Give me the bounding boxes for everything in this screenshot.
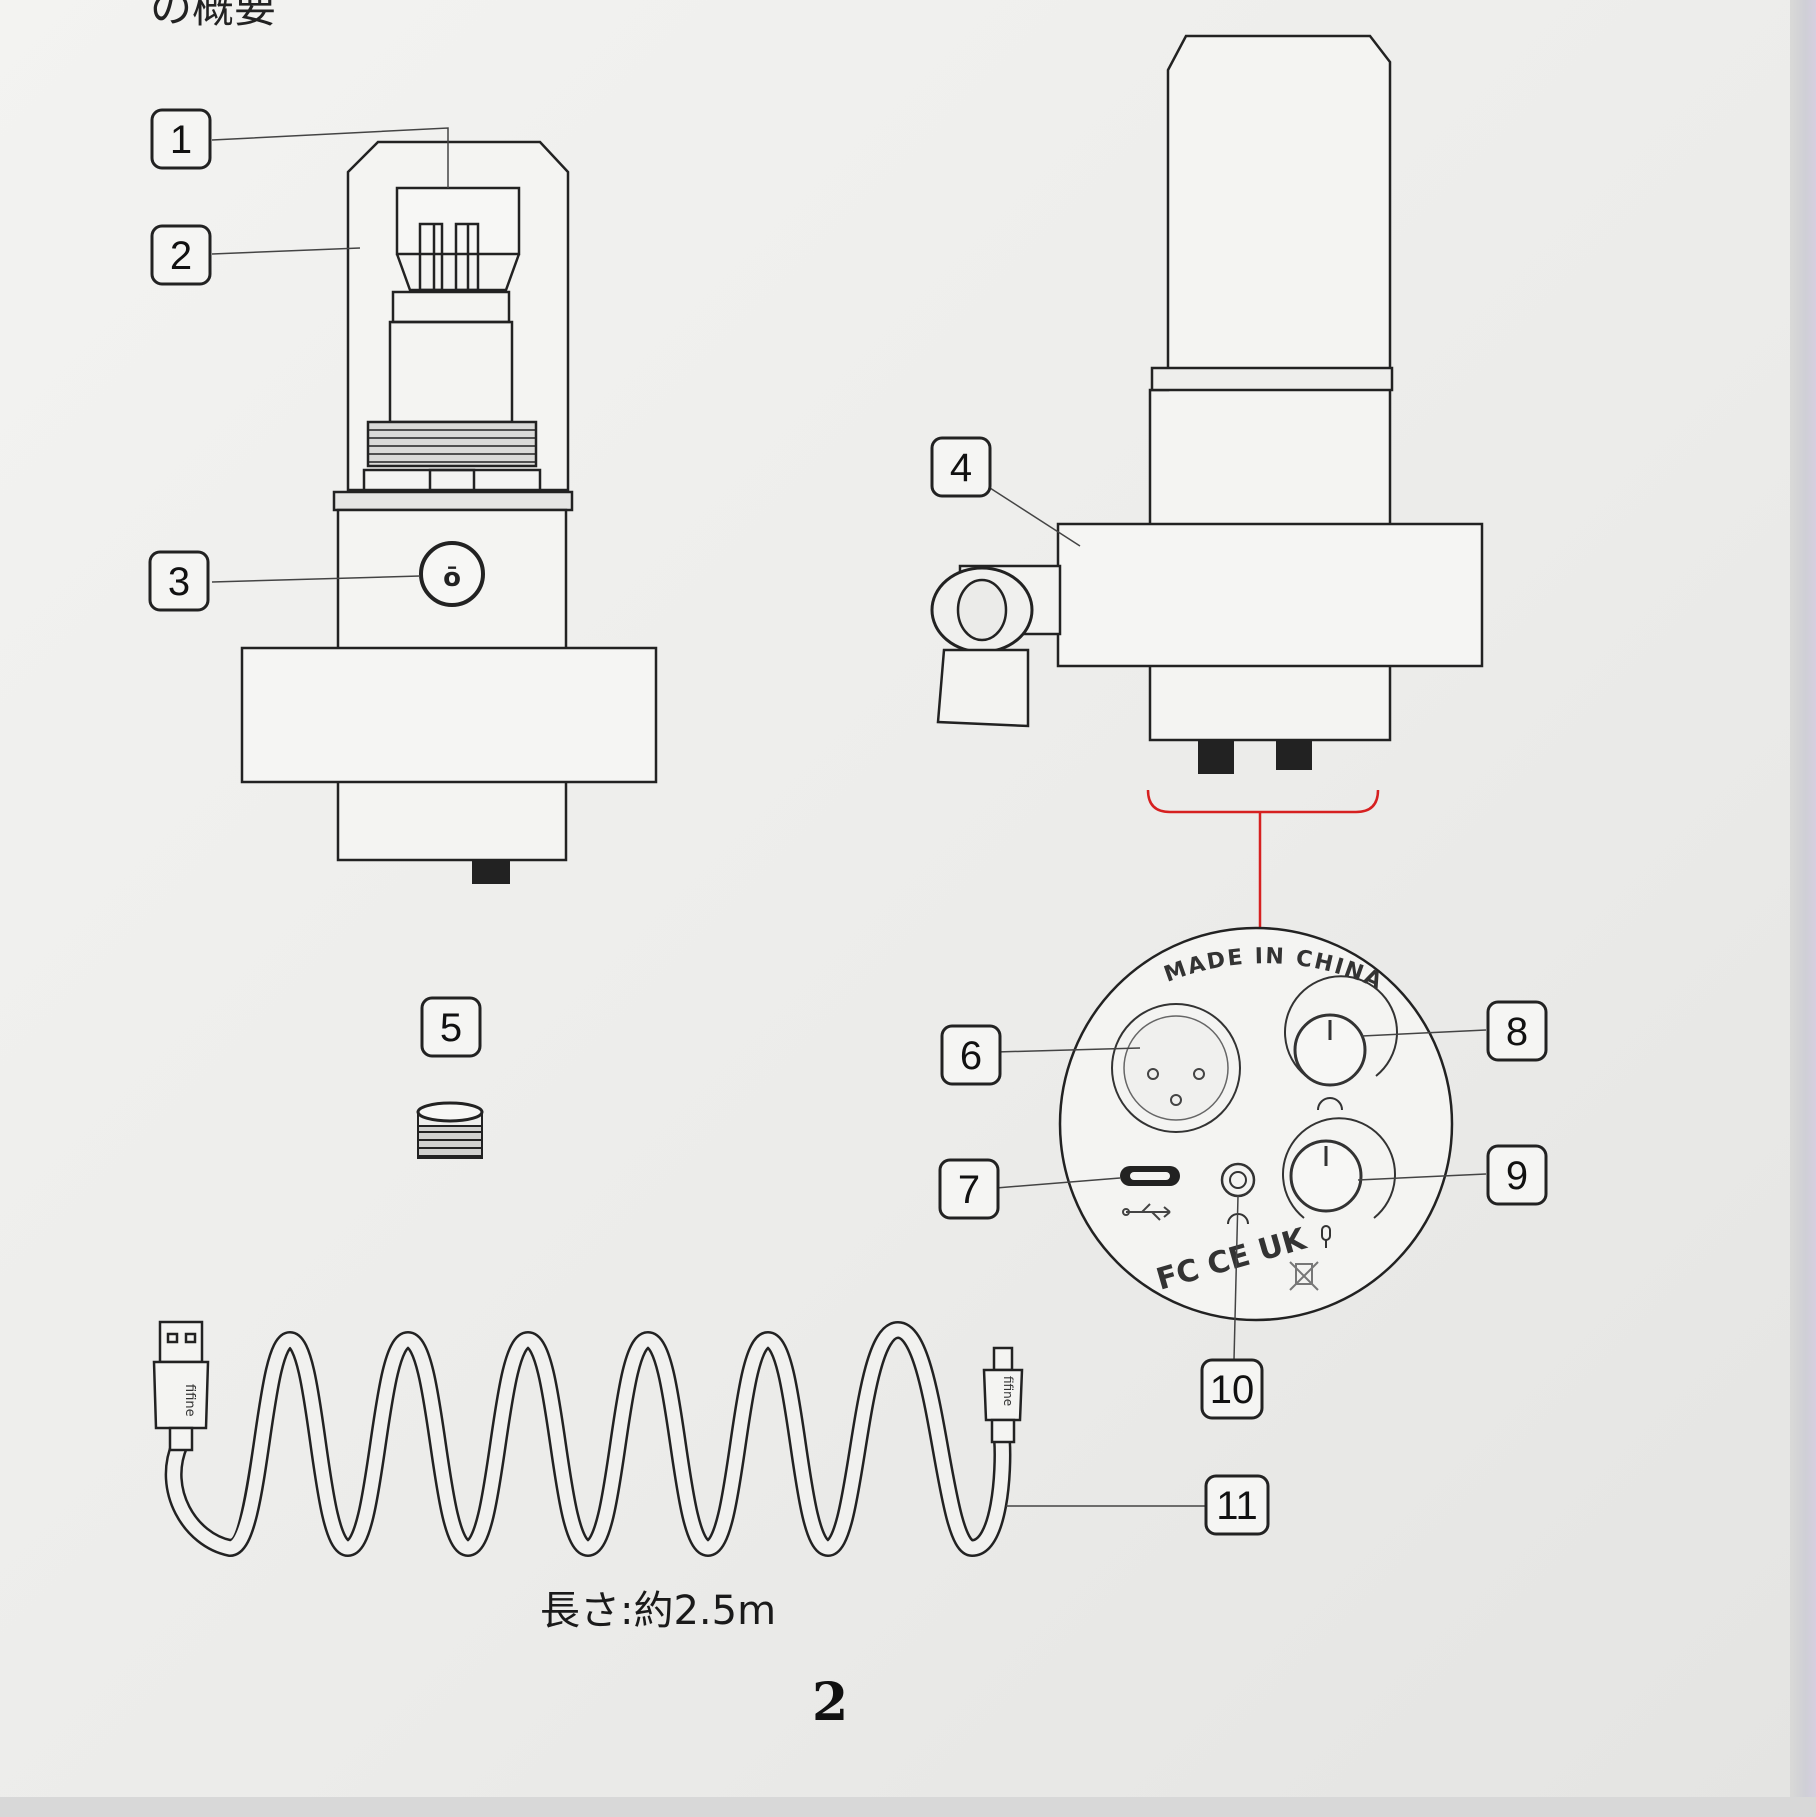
svg-text:1: 1 xyxy=(170,118,192,162)
svg-text:9: 9 xyxy=(1506,1154,1528,1198)
callout-5: 5 xyxy=(420,996,482,1058)
page-number: 2 xyxy=(812,1672,849,1733)
usb-c-plug-icon xyxy=(982,1346,1024,1444)
svg-text:10: 10 xyxy=(1210,1368,1255,1412)
callout-8: 8 xyxy=(1486,1000,1548,1062)
svg-text:3: 3 xyxy=(168,560,190,604)
callout-10: 10 xyxy=(1200,1358,1264,1420)
svg-text:6: 6 xyxy=(960,1034,982,1078)
callout-3: 3 xyxy=(148,550,210,612)
callout-1: 1 xyxy=(150,108,212,170)
usb-c-brand-text: fifine xyxy=(1001,1376,1015,1406)
callout-9: 9 xyxy=(1486,1144,1548,1206)
usb-cable-icon xyxy=(164,1320,1012,1558)
microphone-front-view xyxy=(240,140,658,884)
mute-icon: ō xyxy=(443,563,461,593)
svg-text:ō: ō xyxy=(443,563,461,593)
page-edge xyxy=(1790,0,1816,1817)
svg-text:8: 8 xyxy=(1506,1010,1528,1054)
port-panel: MADE IN CHINA xyxy=(1058,926,1454,1322)
usb-a-brand-text: fifine xyxy=(182,1384,197,1417)
callout-4: 4 xyxy=(930,436,992,498)
usb-a-plug-icon xyxy=(152,1320,210,1452)
headphone-volume-knob-icon xyxy=(1284,975,1398,1111)
svg-text:5: 5 xyxy=(440,1006,462,1050)
svg-text:4: 4 xyxy=(950,446,972,490)
microphone-side-view xyxy=(930,34,1484,774)
svg-text:11: 11 xyxy=(1216,1484,1258,1528)
cable-length-caption: 長さ:約2.5m xyxy=(540,1588,777,1634)
leader-lines xyxy=(211,127,1487,1507)
heading-fragment: の概要 xyxy=(150,0,277,32)
usb-c-port-icon xyxy=(1120,1166,1180,1221)
callout-11: 11 xyxy=(1204,1474,1270,1536)
callout-2: 2 xyxy=(150,224,212,286)
thread-adapter-icon xyxy=(416,1101,484,1159)
svg-text:7: 7 xyxy=(958,1168,980,1212)
mic-gain-knob-icon xyxy=(1282,1117,1396,1248)
weee-bin-icon xyxy=(1289,1261,1319,1291)
xlr-port-icon xyxy=(1111,1003,1241,1133)
callout-7: 7 xyxy=(938,1158,1000,1220)
red-bracket xyxy=(1146,789,1380,940)
callout-6: 6 xyxy=(940,1024,1002,1086)
svg-text:2: 2 xyxy=(170,234,192,278)
page-bottom-strip xyxy=(0,1797,1816,1817)
